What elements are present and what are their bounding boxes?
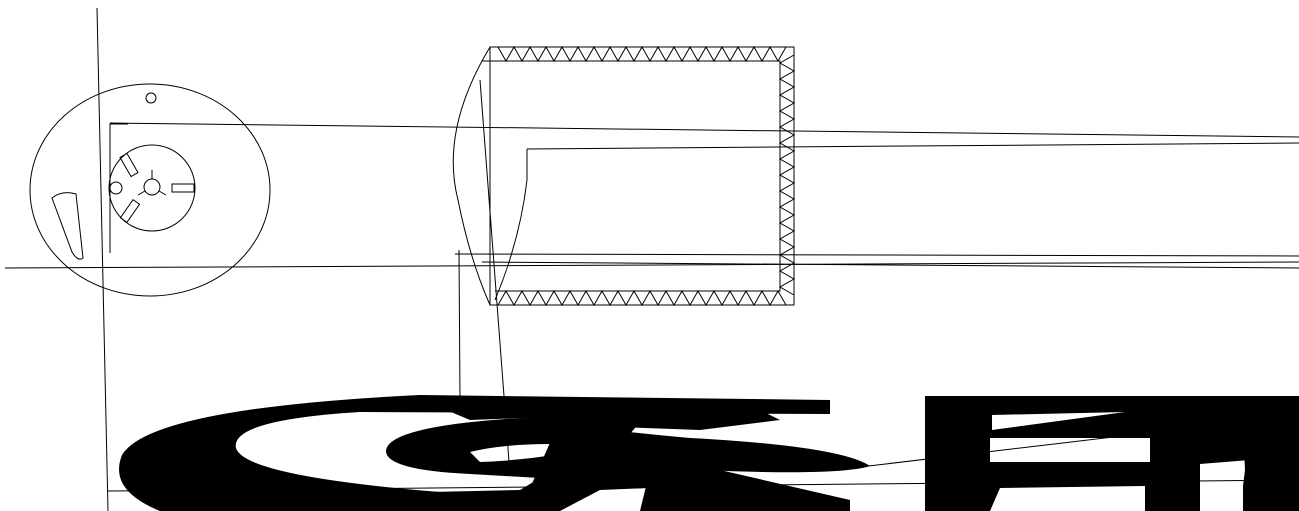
glyph-block: [925, 396, 1299, 511]
glyph-block-cutout: [992, 412, 1125, 430]
reel-side-hole: [109, 181, 123, 195]
glyph-ampersand-outer-loop: [119, 395, 831, 511]
box-inner: [482, 60, 781, 292]
reel-bracket: [109, 123, 128, 253]
reel-spindle: [143, 178, 161, 196]
box-inner-curve: [494, 149, 528, 301]
construction-line-top-ray: [109, 122, 1299, 138]
construction-line-inner-ray: [526, 142, 1299, 150]
reel-outer-ring: [29, 83, 271, 297]
hatched-box: [452, 45, 796, 307]
reel-slot-bottom: [119, 198, 141, 224]
construction-line-lower-ray-2: [481, 261, 1299, 269]
reel-spindle-spokes: [137, 170, 167, 196]
hatch-top: [497, 45, 787, 63]
glyph-ampersand-inner-loop: [385, 418, 870, 511]
reel: [29, 83, 271, 297]
glyph-ampersand: [119, 395, 870, 511]
reel-slot-right: [171, 183, 195, 193]
glyph-ampersand-lower-wedge: [640, 470, 850, 511]
construction-line-horizontal-axis: [4, 261, 1299, 269]
glyph-ampersand-tail: [520, 410, 650, 511]
hatch-right: [778, 54, 796, 296]
reel-hub: [108, 144, 196, 232]
reel-window: [51, 192, 84, 260]
construction-line-vertical-mid: [458, 249, 461, 401]
box-outer: [489, 46, 795, 306]
box-left-curve: [452, 46, 491, 306]
construction-line-lower-ray-1: [454, 253, 1299, 257]
construction-line-vertical-left: [96, 7, 109, 511]
hatch-bottom: [497, 289, 787, 307]
reel-small-hole: [145, 92, 157, 104]
reel-slot-top: [119, 152, 139, 178]
